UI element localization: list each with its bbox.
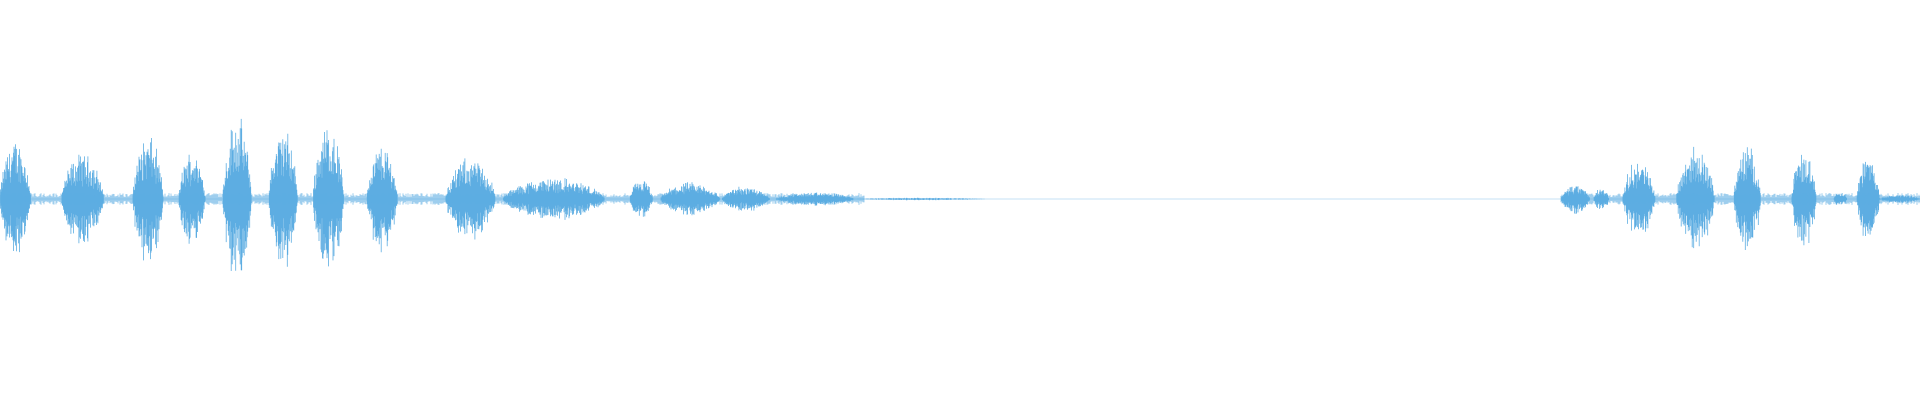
waveform-samples: [0, 118, 1920, 271]
waveform-segment-fade-1: [855, 197, 985, 201]
waveform-segment-burst-4: [178, 154, 206, 244]
waveform-noise-floor: [0, 193, 1920, 205]
